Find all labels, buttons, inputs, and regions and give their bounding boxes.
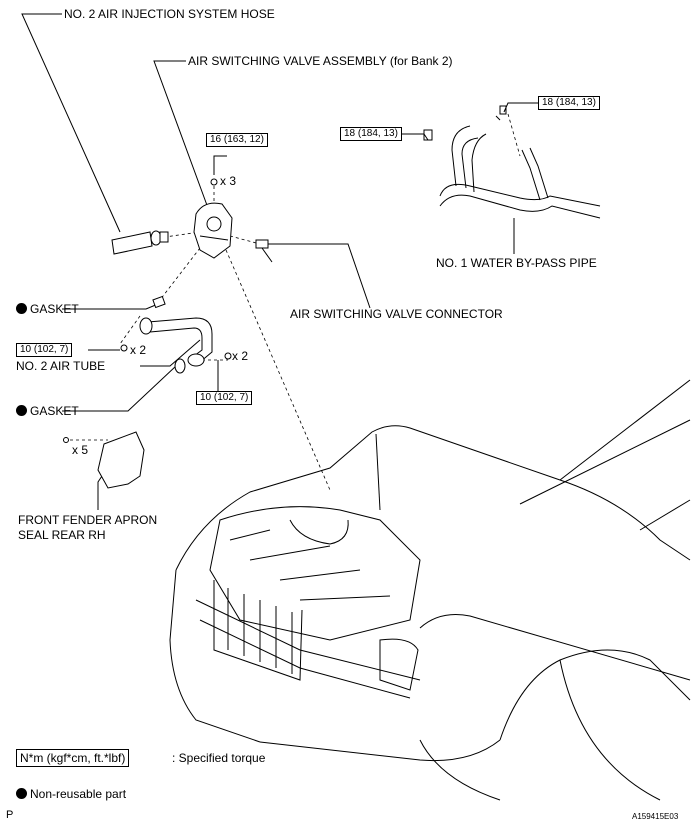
torque-bypass-right: 18 (184, 13)	[538, 96, 600, 110]
air-injection-hose	[111, 230, 169, 255]
label-air-tube: NO. 2 AIR TUBE	[16, 359, 106, 373]
qty-tube-left: x 2	[130, 343, 147, 357]
label-air-switching-valve-assembly: AIR SWITCHING VALVE ASSEMBLY (for Bank 2…	[188, 54, 453, 68]
torque-tube-left: 10 (102, 7)	[16, 343, 73, 357]
label-gasket-lower: GASKET	[16, 404, 79, 418]
label-air-injection-hose: NO. 2 AIR INJECTION SYSTEM HOSE	[64, 7, 275, 21]
torque-bypass-left: 18 (184, 13)	[340, 127, 402, 141]
non-reusable-mark-icon	[16, 788, 27, 799]
leader-torque-bypass-right	[503, 102, 538, 113]
qty-fender-clips: x 5	[72, 443, 89, 457]
label-gasket-upper: GASKET	[16, 302, 79, 316]
leader-gasket-lower	[62, 365, 177, 412]
air-tube-drawing	[120, 317, 232, 374]
air-switching-valve	[193, 178, 233, 259]
label-fender-apron-line2: SEAL REAR RH	[18, 528, 106, 542]
leader-valve-assembly	[153, 60, 209, 209]
leader-torque-valve	[213, 155, 227, 175]
leader-gasket-upper	[62, 303, 159, 310]
non-reusable-mark-icon	[16, 303, 27, 314]
gasket-upper-drawing	[152, 295, 166, 309]
legend-torque-description: : Specified torque	[172, 751, 266, 765]
legend-non-reusable: Non-reusable part	[16, 787, 126, 801]
legend-torque-box: N*m (kgf*cm, ft.*lbf)	[16, 749, 130, 767]
leader-air-tube	[140, 339, 201, 367]
leader-hose	[21, 13, 121, 233]
torque-tube-right: 10 (102, 7)	[196, 391, 253, 405]
footer-page-mark: P	[6, 809, 14, 821]
non-reusable-mark-icon	[16, 405, 27, 416]
label-fender-apron-line1: FRONT FENDER APRON	[18, 513, 158, 527]
label-air-switching-valve-connector: AIR SWITCHING VALVE CONNECTOR	[290, 307, 503, 321]
leader-valve-connector	[268, 243, 371, 309]
truck-drawing	[169, 379, 691, 801]
valve-connector	[255, 239, 273, 263]
footer-figure-code: A159415E03	[632, 812, 679, 821]
fender-seal-drawing	[63, 431, 145, 489]
qty-tube-right: x 2	[232, 349, 249, 363]
bypass-pipe-drawing	[423, 105, 601, 219]
label-water-bypass-pipe: NO. 1 WATER BY-PASS PIPE	[436, 256, 597, 270]
qty-valve-nuts: x 3	[220, 174, 237, 188]
torque-valve-nuts: 16 (163, 12)	[206, 133, 268, 147]
